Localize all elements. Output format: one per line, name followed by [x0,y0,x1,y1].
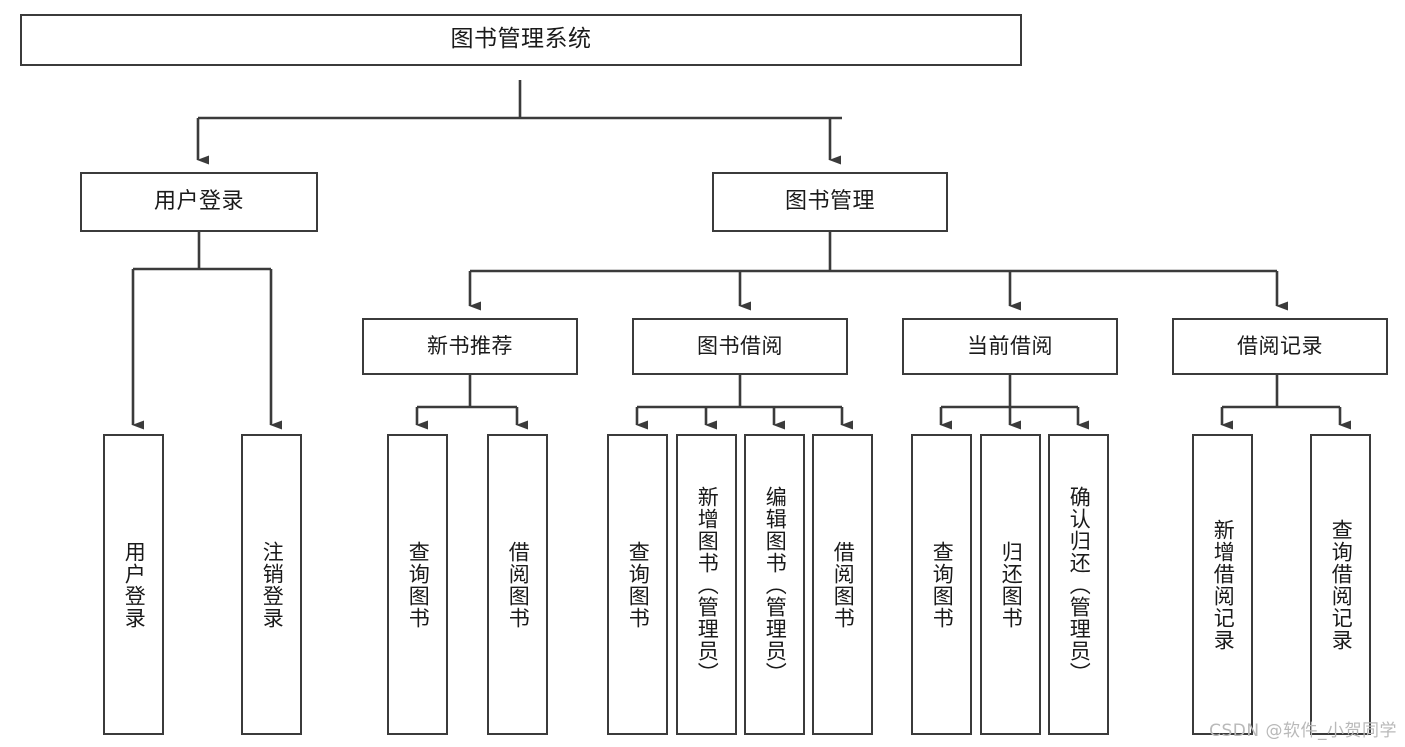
node-leaf-logout-login[interactable]: 注销登录 [241,434,302,735]
node-borrow-record[interactable]: 借阅记录 [1172,318,1388,375]
node-label: 新增借阅记录 [1211,518,1236,651]
node-leaf-add-record[interactable]: 新增借阅记录 [1192,434,1253,735]
node-label: 编辑图书（管理员） [763,485,788,684]
node-leaf-query-book-3[interactable]: 查询图书 [911,434,972,735]
node-leaf-query-record[interactable]: 查询借阅记录 [1310,434,1371,735]
node-leaf-user-login[interactable]: 用户登录 [103,434,164,735]
node-leaf-borrow-book-2[interactable]: 借阅图书 [812,434,873,735]
node-leaf-query-book-1[interactable]: 查询图书 [387,434,448,735]
node-label: 确认归还（管理员） [1067,485,1092,684]
node-label: 新增图书（管理员） [695,485,720,684]
node-root-system[interactable]: 图书管理系统 [20,14,1022,66]
node-label: 查询图书 [406,540,431,629]
node-new-book-recommend[interactable]: 新书推荐 [362,318,578,375]
node-label: 图书借阅 [697,334,783,359]
node-label: 新书推荐 [427,334,513,359]
node-label: 图书管理系统 [450,26,592,53]
node-label: 借阅图书 [506,540,531,629]
node-label: 查询图书 [626,540,651,629]
node-leaf-query-book-2[interactable]: 查询图书 [607,434,668,735]
node-book-manage[interactable]: 图书管理 [712,172,948,232]
node-label: 注销登录 [260,540,285,629]
node-leaf-confirm-return[interactable]: 确认归还（管理员） [1048,434,1109,735]
node-leaf-return-book[interactable]: 归还图书 [980,434,1041,735]
node-leaf-borrow-book-1[interactable]: 借阅图书 [487,434,548,735]
node-current-borrow[interactable]: 当前借阅 [902,318,1118,375]
node-label: 图书管理 [784,189,875,215]
node-label: 用户登录 [122,540,147,629]
node-book-borrow[interactable]: 图书借阅 [632,318,848,375]
node-label: 借阅记录 [1237,334,1323,359]
node-user-login[interactable]: 用户登录 [80,172,318,232]
node-label: 借阅图书 [831,540,856,629]
node-label: 用户登录 [153,189,244,215]
node-label: 查询借阅记录 [1329,518,1354,651]
node-leaf-add-book[interactable]: 新增图书（管理员） [676,434,737,735]
node-label: 当前借阅 [967,334,1053,359]
node-leaf-edit-book[interactable]: 编辑图书（管理员） [744,434,805,735]
node-label: 归还图书 [999,540,1024,629]
node-label: 查询图书 [930,540,955,629]
